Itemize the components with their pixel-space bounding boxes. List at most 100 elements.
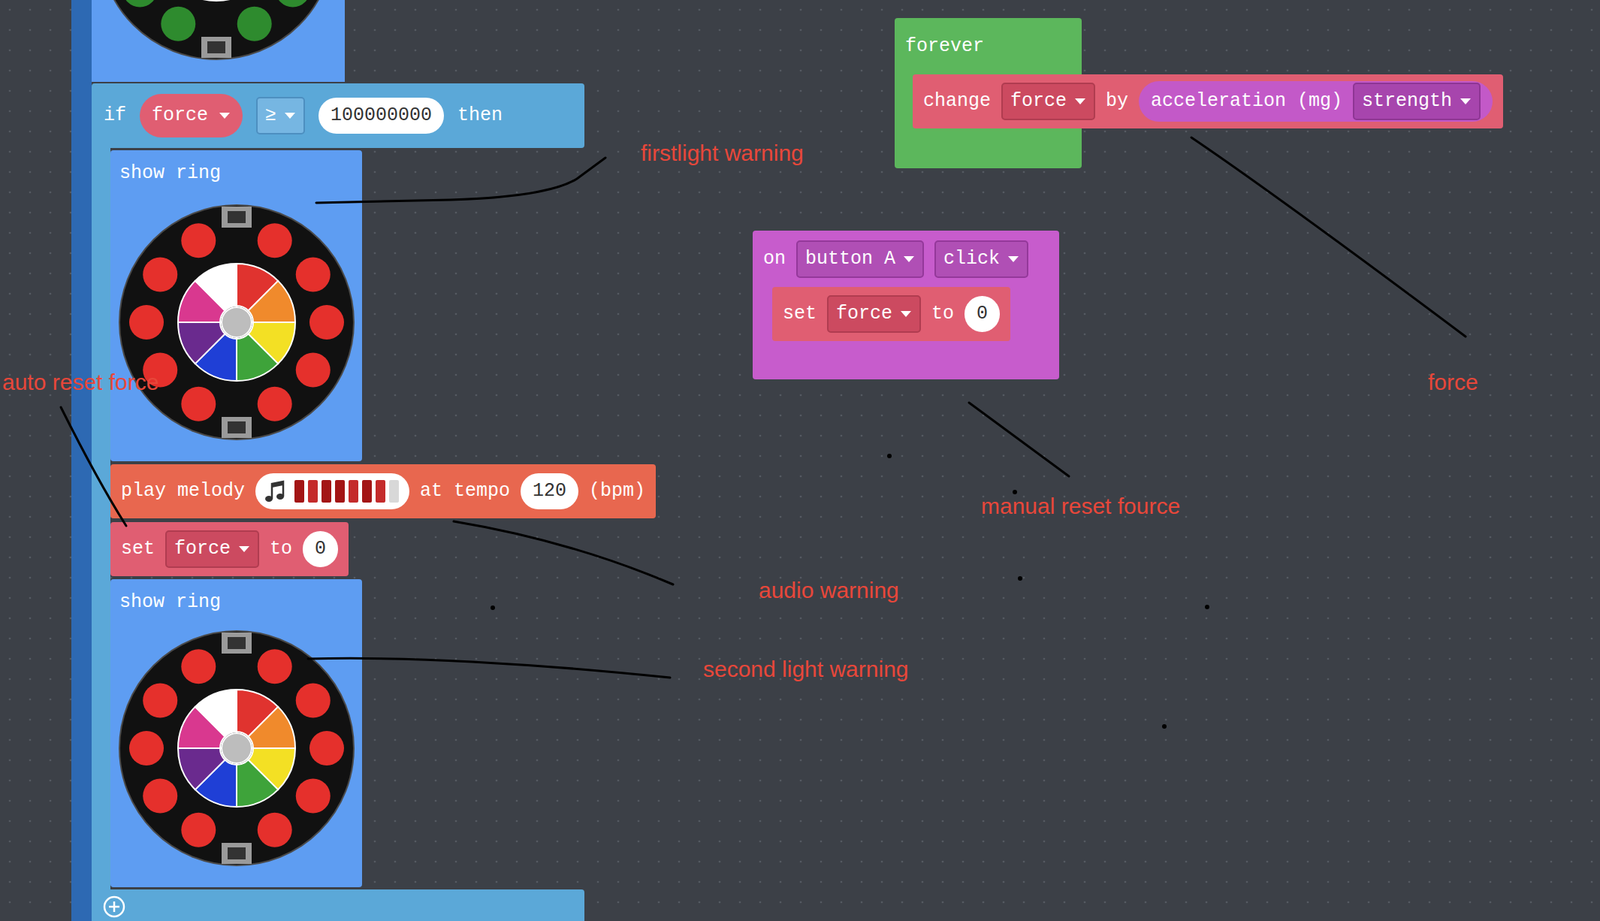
input-slot: force	[827, 295, 921, 333]
event-dropdown: click	[934, 240, 1029, 278]
sensor-reporter: acceleration (mg) strength	[1138, 81, 1493, 122]
block-text: force	[174, 537, 231, 561]
block-text: 0	[976, 302, 988, 326]
block-text: by	[1105, 90, 1129, 113]
block-text: ≥	[265, 104, 277, 127]
block-text: 0	[314, 537, 327, 561]
block-text: 100000000	[330, 104, 432, 127]
stray-dot	[1017, 576, 1023, 581]
block-text: show ring	[119, 162, 221, 185]
input-slot: force	[139, 93, 243, 138]
if-footer	[91, 889, 585, 921]
dropdown-arrow	[218, 111, 231, 120]
leader-line	[1191, 137, 1466, 337]
change-block: change force by acceleration (mg) strength	[912, 74, 1504, 129]
melody-block: play melody at tempo 120 (bpm)	[110, 464, 656, 519]
block-text: forever	[905, 35, 985, 58]
annotation: auto reset force	[2, 369, 159, 396]
number-input: 0	[302, 531, 339, 568]
block-text: change	[923, 90, 991, 113]
stray-dot	[887, 453, 892, 459]
input-slot: 0	[302, 531, 339, 568]
block-text: force	[1010, 90, 1067, 113]
input-slot: force	[1001, 82, 1096, 121]
annotation: second light warning	[703, 656, 909, 683]
set-block: set force to 0	[110, 522, 349, 577]
input-slot: ≥	[256, 96, 305, 135]
block-header: forever	[894, 18, 995, 75]
stray-dot	[1204, 604, 1210, 610]
if-header: if force ≥100000000 then	[91, 83, 585, 148]
input-slot: force	[165, 530, 260, 568]
set-block: set force to 0	[772, 286, 1011, 342]
number-input: 0	[964, 295, 1000, 333]
annotation: force	[1427, 369, 1479, 396]
input-slot: click	[934, 240, 1029, 278]
ring-picture	[99, 0, 334, 60]
input-slot: 120	[520, 473, 579, 510]
input-slot: button A	[796, 240, 924, 278]
block-header: on button A click	[752, 230, 1039, 287]
block-text: (bpm)	[588, 480, 646, 503]
block-text: if	[103, 104, 127, 127]
input-slot: acceleration (mg) strength	[1138, 81, 1493, 122]
annotation: firstlight warning	[640, 140, 804, 167]
ring-picture	[110, 150, 363, 462]
leader-line	[307, 658, 671, 678]
stray-dot	[490, 605, 496, 610]
ring-picture	[110, 579, 363, 888]
variable-dropdown: force	[1001, 82, 1096, 121]
annotation: manual reset fource	[981, 493, 1181, 520]
block-text: set	[782, 302, 817, 326]
block-text: set	[120, 537, 155, 561]
input-slot: strength	[1352, 82, 1481, 121]
dropdown-arrow	[1007, 255, 1020, 263]
variable-dropdown: force	[165, 530, 260, 568]
block-text: acceleration (mg)	[1150, 90, 1343, 113]
block-text: force	[151, 104, 209, 127]
leader-line	[969, 402, 1069, 477]
leader-line	[316, 157, 606, 203]
dropdown-arrow	[902, 255, 915, 263]
leader-line	[60, 407, 127, 526]
block-text: then	[457, 104, 503, 127]
leader-line	[453, 521, 674, 585]
block-text: at tempo	[419, 480, 511, 503]
input-slot: 100000000	[318, 97, 444, 134]
field-dropdown: strength	[1352, 82, 1481, 121]
stray-dot	[1012, 489, 1018, 495]
if-block: ifforce≥100000000thenshow ringplay melod…	[91, 83, 585, 148]
dropdown-arrow	[1074, 97, 1087, 106]
show-ring-block: show ring	[110, 150, 363, 462]
block-text: to	[931, 302, 954, 326]
number-input: 100000000	[318, 97, 444, 134]
block-text: to	[269, 537, 293, 561]
block-text: click	[943, 247, 1000, 271]
block-text: force	[836, 302, 893, 326]
operator-dropdown: ≥	[256, 96, 305, 135]
block-text: strength	[1361, 90, 1453, 113]
event-block: on button A click set force to 0	[752, 230, 1060, 380]
block-text: on	[763, 247, 786, 271]
button-dropdown: button A	[796, 240, 924, 278]
annotation: audio warning	[758, 577, 900, 604]
dropdown-arrow	[283, 111, 296, 120]
dropdown-arrow	[899, 310, 912, 318]
show-ring-block: show ring	[110, 579, 363, 888]
block-text: show ring	[119, 591, 221, 613]
add-icon	[102, 894, 127, 919]
block-text: button A	[805, 247, 896, 271]
if-arm	[91, 147, 111, 890]
number-input: 120	[520, 473, 579, 510]
dropdown-arrow	[238, 545, 251, 553]
variable-dropdown: force	[827, 295, 921, 333]
dropdown-arrow	[1459, 97, 1472, 106]
variable-reporter: force	[139, 93, 243, 138]
melody-field	[255, 473, 410, 510]
block-text: play melody	[120, 480, 245, 503]
input-slot: 0	[964, 295, 1000, 333]
forever-block: foreverchangeforcebyacceleration (mg)str…	[894, 18, 1082, 169]
outer-block-edge	[71, 0, 92, 921]
